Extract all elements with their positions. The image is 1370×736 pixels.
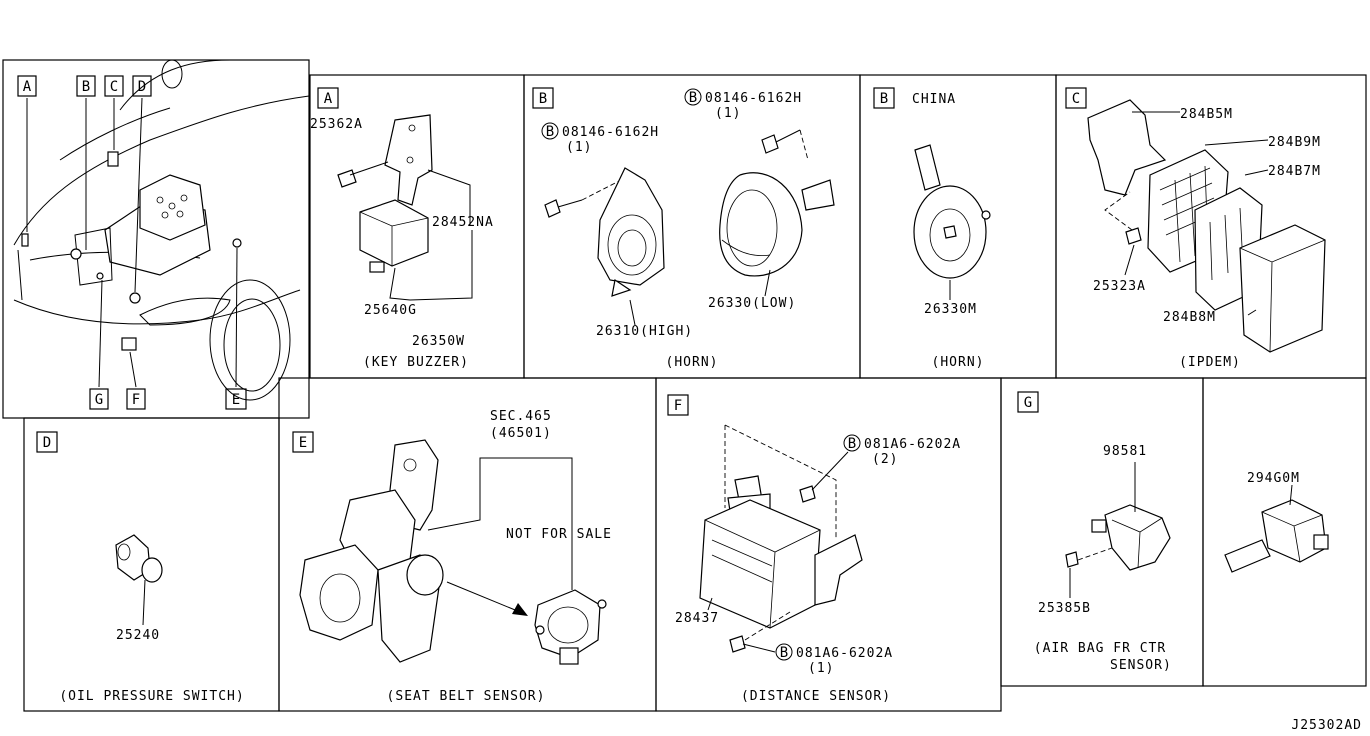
- panel-e-caption: (SEAT BELT SENSOR): [387, 689, 546, 704]
- panel-g-caption-line1: (AIR BAG FR CTR: [1034, 641, 1166, 656]
- part-284b7m: 284B7M: [1268, 164, 1321, 179]
- bolt-symbol-b-top: B: [689, 90, 697, 106]
- part-26330m: 26330M: [924, 302, 977, 317]
- part-26310-high: 26310(HIGH): [596, 324, 693, 339]
- callout-c: C: [110, 79, 118, 95]
- panel-a-letter: A: [324, 91, 333, 107]
- panel-b-china-letter: B: [880, 91, 888, 107]
- overview-panel: A B C D E F G: [2, 59, 310, 419]
- bolt-f-bottom-qty: (1): [808, 661, 834, 676]
- panel-f-letter: F: [674, 398, 682, 414]
- panel-b-horn: B B 08146-6162H (1) B 08146-6162H (1) 26…: [523, 74, 861, 379]
- part-28452na: 28452NA: [432, 215, 494, 230]
- callout-e: E: [232, 392, 240, 408]
- panel-d-letter: D: [43, 435, 51, 451]
- part-284b8m: 284B8M: [1163, 310, 1216, 325]
- part-25640g: 25640G: [364, 303, 417, 318]
- bolt-symbol-f-bottom: B: [780, 645, 788, 661]
- bolt-symbol-f-top: B: [848, 436, 856, 452]
- part-26330-low: 26330(LOW): [708, 296, 796, 311]
- callout-g: G: [95, 392, 103, 408]
- panel-c-caption: (IPDEM): [1179, 355, 1241, 370]
- part-25323a: 25323A: [1093, 279, 1146, 294]
- panel-a-caption: (KEY BUZZER): [363, 355, 469, 370]
- part-284b9m: 284B9M: [1268, 135, 1321, 150]
- panel-294g0m: 294G0M: [1202, 377, 1367, 687]
- part-25362a: 25362A: [310, 117, 363, 132]
- panel-b-china-horn: B CHINA 26330M (HORN): [859, 74, 1057, 379]
- panel-g-letter: G: [1024, 395, 1032, 411]
- panel-b-caption: (HORN): [666, 355, 719, 370]
- panel-b-china-caption: (HORN): [932, 355, 985, 370]
- callout-a: A: [23, 79, 32, 95]
- bolt-b-top-qty: (1): [715, 106, 741, 121]
- part-294g0m: 294G0M: [1247, 471, 1300, 486]
- panel-f-caption: (DISTANCE SENSOR): [741, 689, 891, 704]
- panel-e-note: NOT FOR SALE: [506, 527, 612, 542]
- bolt-b-left: 08146-6162H: [562, 125, 659, 140]
- callout-b: B: [82, 79, 90, 95]
- diagram-id: J25302AD: [1291, 718, 1362, 733]
- bolt-b-top: 08146-6162H: [705, 91, 802, 106]
- part-284b5m: 284B5M: [1180, 107, 1233, 122]
- part-25385b: 25385B: [1038, 601, 1091, 616]
- bolt-f-top-qty: (2): [872, 452, 898, 467]
- bolt-f-top: 081A6-6202A: [864, 437, 961, 452]
- panel-c-ipdem: C 284B5M 284B9M 284B7M 25323A 284B8M (IP…: [1055, 74, 1367, 379]
- panel-d-caption: (OIL PRESSURE SWITCH): [59, 689, 244, 704]
- bolt-symbol-b-left: B: [546, 124, 554, 140]
- part-98581: 98581: [1103, 444, 1147, 459]
- callout-d: D: [138, 79, 146, 95]
- panel-g-caption-line2: SENSOR): [1110, 658, 1172, 673]
- callout-f: F: [132, 392, 140, 408]
- bolt-b-left-qty: (1): [566, 140, 592, 155]
- panel-c-letter: C: [1072, 91, 1080, 107]
- panel-a-key-buzzer: A 25362A 28452NA 25640G 26350W (KEY BUZZ…: [309, 74, 525, 379]
- panel-e-seat-belt-sensor: E SEC.465 (46501) NOT FOR SALE (SEAT BEL…: [278, 377, 657, 712]
- panel-d-oil-pressure-switch: D 25240 (OIL PRESSURE SWITCH): [23, 417, 280, 712]
- part-26350w: 26350W: [412, 334, 465, 349]
- panel-g-airbag-sensor: G 98581 25385B (AIR BAG FR CTR SENSOR): [1000, 377, 1204, 687]
- panel-b-china-note: CHINA: [912, 92, 956, 107]
- panel-b-letter: B: [539, 91, 547, 107]
- sec-465: SEC.465: [490, 409, 552, 424]
- sec-465-ref: (46501): [490, 426, 552, 441]
- part-28437: 28437: [675, 611, 719, 626]
- bolt-f-bottom: 081A6-6202A: [796, 646, 893, 661]
- panel-f-distance-sensor: F B 081A6-6202A (2) B 081A6-6202A (1) 28…: [655, 377, 1002, 712]
- panel-e-letter: E: [299, 435, 307, 451]
- part-25240: 25240: [116, 628, 160, 643]
